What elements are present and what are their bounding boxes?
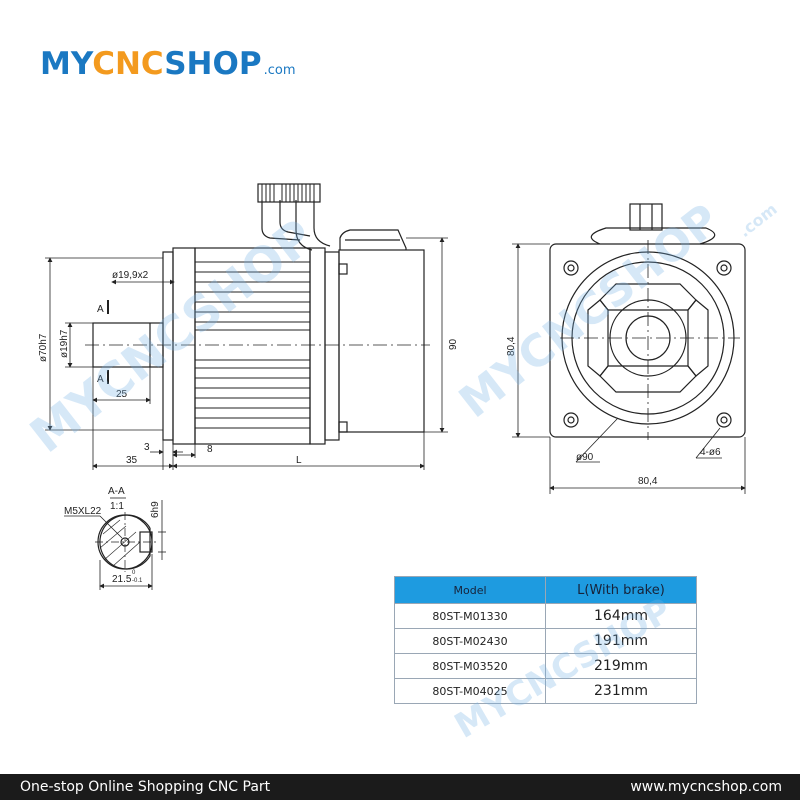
front-view — [549, 203, 746, 440]
dim-key-width: 6h9 — [150, 501, 161, 518]
footer-tagline: One-stop Online Shopping CNC Part — [20, 779, 271, 795]
length-cell: 191mm — [545, 628, 697, 654]
dim-key-tol-upper: 0 — [132, 570, 136, 576]
model-cell: 80ST-M01330 — [394, 603, 546, 629]
logo-my: MY — [40, 46, 93, 82]
logo-com: .com — [263, 63, 296, 78]
section-mark-top: A — [97, 304, 104, 315]
model-cell: 80ST-M03520 — [394, 653, 546, 679]
dim-key-tol-lower: -0.1 — [132, 578, 143, 584]
section-mark-bottom: A — [97, 374, 104, 385]
table-row: 80ST-M01330 164mm — [394, 603, 697, 629]
section-label: A-A — [108, 486, 125, 497]
table-row: 80ST-M04025 231mm — [394, 678, 697, 704]
model-cell: 80ST-M02430 — [394, 628, 546, 654]
length-cell: 219mm — [545, 653, 697, 679]
dim-flange-thickness: 8 — [207, 444, 213, 455]
table-row: 80ST-M02430 191mm — [394, 628, 697, 654]
dim-height: 90 — [448, 338, 459, 350]
table-header-row: Model L(With brake) — [394, 576, 697, 604]
dim-shaft-length: 35 — [126, 455, 138, 466]
dim-thread: M5XL22 — [64, 506, 102, 517]
dim-spigot-diameter: ø70h7 — [38, 333, 49, 362]
side-view — [85, 183, 430, 445]
dim-spigot-depth: 3 — [144, 442, 150, 453]
motor-body — [194, 247, 311, 445]
dim-shaft-diameter: ø19h7 — [59, 329, 70, 358]
encoder-housing — [338, 249, 425, 433]
length-cell: 164mm — [545, 603, 697, 629]
connector — [257, 183, 321, 203]
logo-shop: SHOP — [164, 46, 262, 82]
flange-square — [549, 243, 746, 438]
dim-flange-height: 80,4 — [506, 336, 517, 356]
header-length: L(With brake) — [545, 576, 697, 604]
dim-key-depth: 21.5 — [112, 574, 132, 585]
footer-website: www.mycncshop.com — [630, 779, 782, 795]
section-scale: 1:1 — [110, 501, 124, 512]
dim-flange-width: 80,4 — [638, 476, 658, 487]
table-row: 80ST-M03520 219mm — [394, 653, 697, 679]
dim-mounting-holes: 4-ø6 — [700, 447, 721, 458]
dim-body-length: L — [296, 455, 302, 466]
header-model: Model — [394, 576, 546, 604]
brand-logo: MYCNCSHOP.com — [40, 46, 296, 82]
model-cell: 80ST-M04025 — [394, 678, 546, 704]
length-cell: 231mm — [545, 678, 697, 704]
flange — [162, 251, 174, 441]
dim-key-length: 25 — [116, 389, 128, 400]
footer-bar: One-stop Online Shopping CNC Part www.my… — [0, 774, 800, 800]
shaft-section — [95, 512, 158, 572]
model-length-table: Model L(With brake) 80ST-M01330 164mm 80… — [394, 576, 697, 704]
logo-cnc: CNC — [92, 46, 165, 82]
dim-pcd: ø90 — [576, 452, 594, 463]
dim-shoulder-diameter: ø19,9x2 — [112, 270, 149, 281]
